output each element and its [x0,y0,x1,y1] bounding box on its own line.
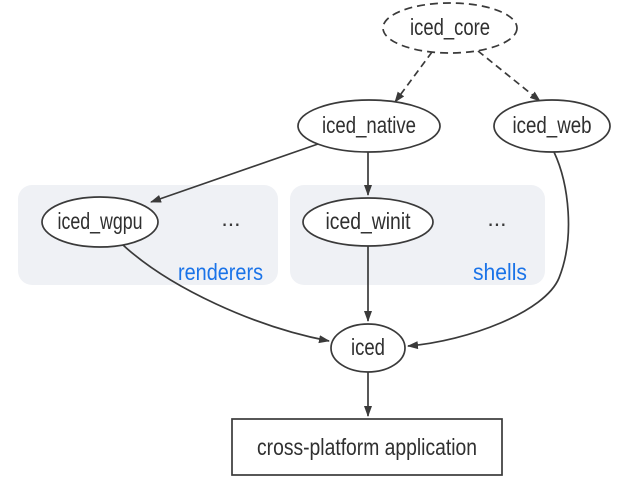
node-application-box [231,418,503,476]
node-label-iced-winit: iced_winit [326,208,412,234]
shells-ellipsis: ... [487,205,506,231]
node-label-iced: iced [351,334,385,360]
edge-iced_core-to-iced_native [394,51,433,103]
node-label-iced-core: iced_core [410,14,490,40]
shells-group-label: shells [473,259,527,285]
edge-iced_wgpu-to-iced [122,244,330,344]
edge-iced_core-to-iced_web [477,50,541,102]
node-iced-winit [302,197,434,247]
renderers-group-label: renderers [178,259,263,285]
node-iced-native [297,99,441,153]
node-label-iced-native: iced_native [322,112,416,138]
node-label-iced-wgpu: iced_wgpu [58,208,143,234]
node-iced-wgpu [41,196,159,248]
edge-iced_native-to-iced_wgpu [150,143,319,203]
node-iced-core [382,2,518,54]
node-iced-web [493,99,611,153]
node-iced [330,323,406,373]
renderers-ellipsis: ... [221,205,240,231]
node-label-application: cross-platform application [257,434,477,460]
edge-iced_web-to-iced [407,151,570,350]
node-label-iced-web: iced_web [513,112,592,138]
